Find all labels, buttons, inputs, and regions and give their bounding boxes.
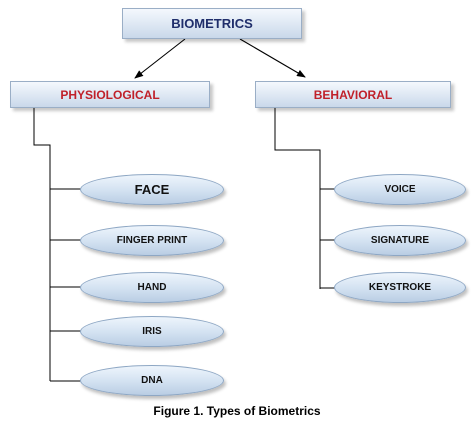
figure-caption: Figure 1. Types of Biometrics [153, 404, 321, 418]
arrow-to-behavioral [239, 38, 306, 78]
hand-node: HAND [80, 272, 224, 303]
behavioral-category-box: BEHAVIORAL [255, 81, 451, 108]
signature-node: SIGNATURE [334, 225, 466, 256]
physiological-trunk [33, 108, 51, 381]
iris-node: IRIS [80, 316, 224, 347]
arrow-to-physiological [134, 38, 186, 79]
biometrics-root-box: BIOMETRICS [122, 8, 302, 39]
finger-print-node: FINGER PRINT [80, 225, 224, 256]
keystroke-node: KEYSTROKE [334, 272, 466, 303]
voice-node: VOICE [334, 174, 466, 205]
dna-node: DNA [80, 365, 224, 396]
behavioral-trunk [274, 108, 321, 289]
face-node: FACE [80, 174, 224, 205]
physiological-category-box: PHYSIOLOGICAL [10, 81, 210, 108]
